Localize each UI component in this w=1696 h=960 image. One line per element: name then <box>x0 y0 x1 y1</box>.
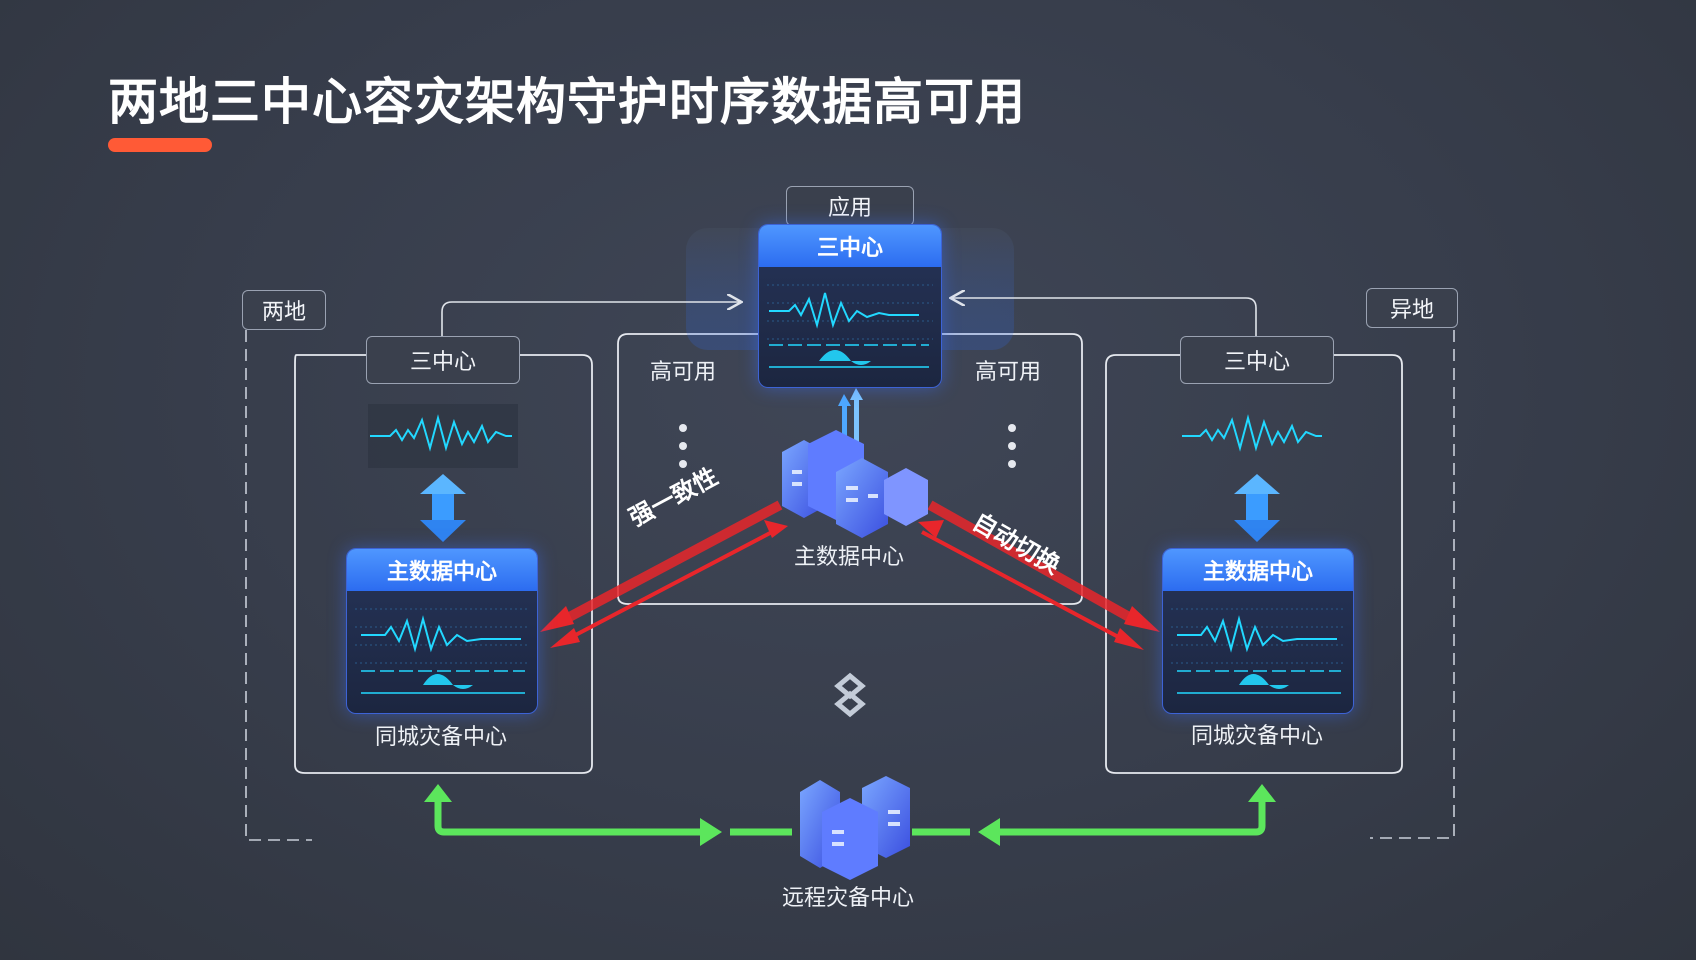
right-group-border <box>1105 354 1403 774</box>
app-tag: 应用 <box>786 186 914 226</box>
yidi-tag-label: 异地 <box>1389 298 1434 323</box>
green-arrow-right <box>912 784 1276 846</box>
left-sync-arrow <box>420 474 466 542</box>
left-main-dc-wave-icon <box>355 608 529 694</box>
center-main-dc-label: 主数据中心 <box>793 545 905 570</box>
app-card-wave-icon <box>767 284 933 368</box>
region-liangdi-border <box>245 330 312 841</box>
center-group-border <box>617 333 1083 605</box>
left-to-app-connector <box>441 302 740 336</box>
app-tag-label: 应用 <box>827 196 872 221</box>
right-main-dc-card: 主数据中心 <box>1162 548 1354 714</box>
title-accent-bar <box>108 138 212 152</box>
remote-dr-label: 远程灾备中心 <box>781 886 915 911</box>
right-to-app-connector <box>952 298 1257 336</box>
right-wave-icon <box>1182 414 1322 452</box>
green-arrow-left <box>424 784 792 846</box>
remote-dc-buildings-icon <box>800 776 910 880</box>
right-same-city-dr-label: 同城灾备中心 <box>1190 724 1324 749</box>
right-three-center-label: 三中心 <box>1223 350 1290 375</box>
ha-left-label: 高可用 <box>649 360 717 385</box>
main-to-app-arrow <box>838 388 863 444</box>
right-main-dc-header: 主数据中心 <box>1163 549 1353 591</box>
right-dots <box>1008 424 1016 468</box>
page-title: 两地三中心容灾架构守护时序数据高可用 <box>108 73 1026 131</box>
region-yidi-border <box>1370 330 1455 839</box>
left-three-center-label: 三中心 <box>409 350 476 375</box>
left-dots <box>679 424 687 468</box>
red-arrow-left <box>540 500 788 648</box>
left-main-dc-header: 主数据中心 <box>347 549 537 591</box>
right-three-center-tag: 三中心 <box>1180 336 1334 384</box>
ha-right-label: 高可用 <box>974 360 1042 385</box>
liangdi-tag: 两地 <box>242 290 326 330</box>
left-wave-icon <box>368 404 518 468</box>
left-group-border <box>294 354 593 774</box>
main-dc-buildings-icon <box>782 430 928 538</box>
app-three-center-card: 三中心 <box>758 224 942 388</box>
app-card-header: 三中心 <box>759 225 941 267</box>
right-sync-arrow <box>1234 474 1280 542</box>
left-same-city-dr-label: 同城灾备中心 <box>374 725 508 750</box>
yidi-tag: 异地 <box>1366 288 1458 328</box>
link-icon <box>834 672 866 718</box>
left-main-dc-card: 主数据中心 <box>346 548 538 714</box>
right-main-dc-wave-icon <box>1171 608 1345 694</box>
red-arrow-right <box>918 500 1160 650</box>
liangdi-tag-label: 两地 <box>261 300 306 325</box>
left-three-center-tag: 三中心 <box>366 336 520 384</box>
